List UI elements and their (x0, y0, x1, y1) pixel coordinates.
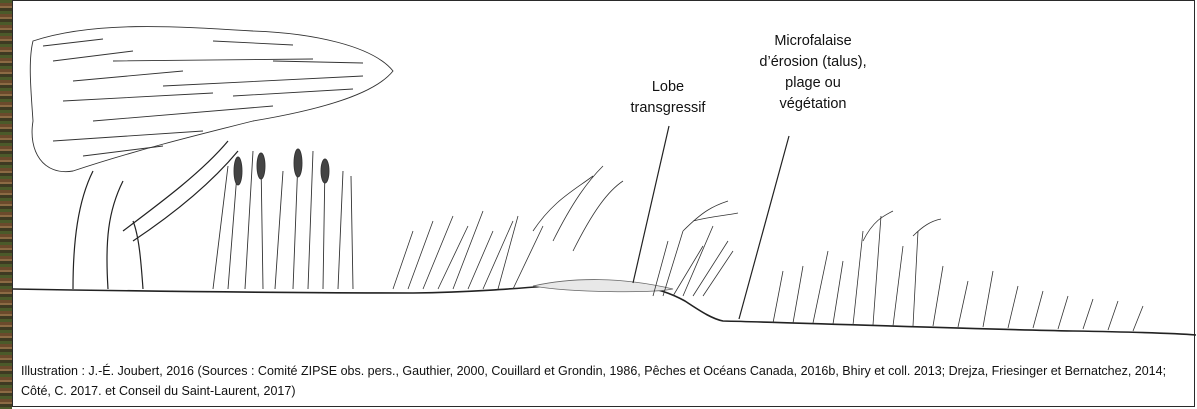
figure-frame: Lobe transgressif Microfalaise d’érosion… (12, 0, 1195, 407)
grasses-middle (393, 166, 623, 289)
shrub-cluster (653, 201, 738, 296)
transgressive-lobe (533, 280, 673, 292)
tree-canopy (30, 27, 393, 172)
lobe-callout-line (633, 126, 669, 283)
lobe-transgressif-label: Lobe transgressif (608, 77, 728, 119)
microfalaise-label: Microfalaise d’érosion (talus), plage ou… (743, 31, 883, 115)
microfalaise-callout-line (739, 136, 789, 319)
shoreline-illustration (13, 1, 1196, 356)
left-photo-strip (0, 0, 12, 409)
cattail-reeds (213, 149, 353, 289)
figure-caption: Illustration : J.-É. Joubert, 2016 (Sour… (21, 361, 1191, 401)
grasses-right (773, 211, 1143, 331)
